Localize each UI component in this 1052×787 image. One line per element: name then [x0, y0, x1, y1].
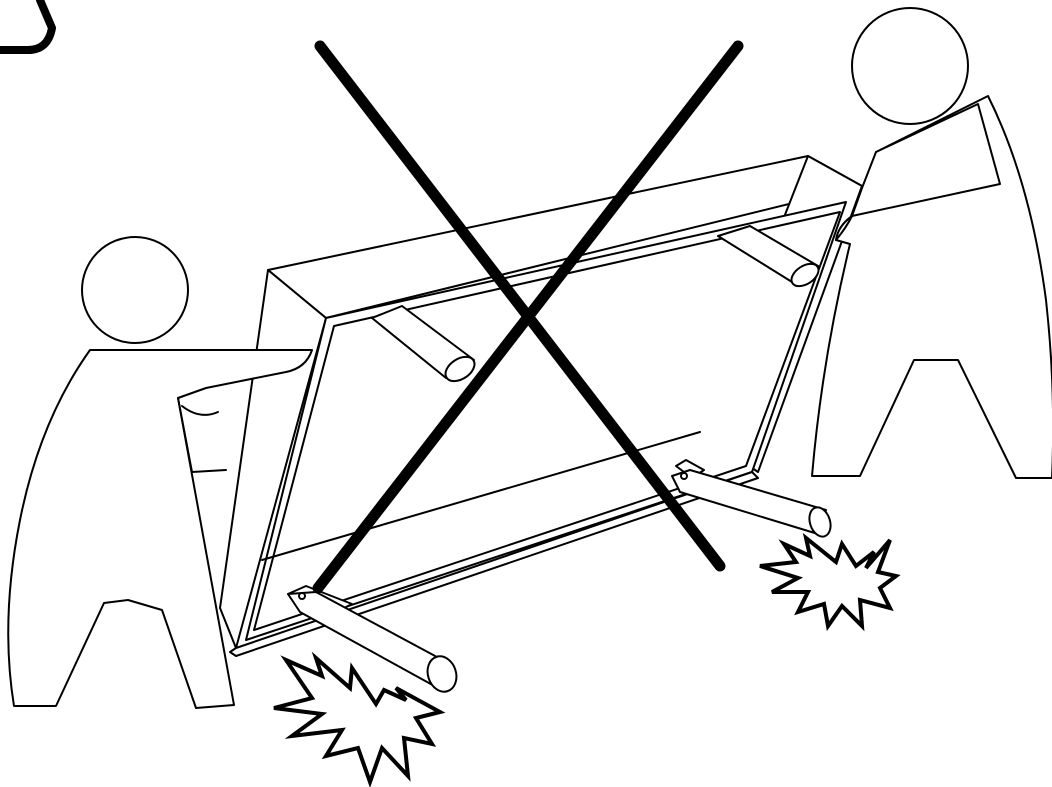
x-mark-stroke-1 [314, 40, 726, 572]
table-inner-border [253, 211, 841, 631]
corner-bracket [0, 0, 56, 54]
person-right-body [811, 95, 1052, 479]
table-bottom-edge [229, 471, 759, 657]
person-right-arm-line [851, 151, 877, 217]
table-frame [219, 155, 863, 657]
impact-burst-left [273, 651, 446, 787]
lower-leg-left [287, 585, 458, 693]
impact-burst-right [759, 532, 901, 632]
upper-leg-right [717, 225, 820, 288]
lower-leg-right [671, 459, 832, 538]
upper-leg-left [371, 305, 476, 383]
person-left-arm-line [177, 397, 227, 473]
person-left-body [7, 349, 313, 709]
x-mark-stroke-2 [312, 40, 744, 594]
person-right [811, 7, 1052, 479]
x-mark [312, 40, 744, 594]
person-left-head [81, 236, 189, 344]
person-left [7, 236, 313, 709]
person-right-head [851, 7, 969, 125]
